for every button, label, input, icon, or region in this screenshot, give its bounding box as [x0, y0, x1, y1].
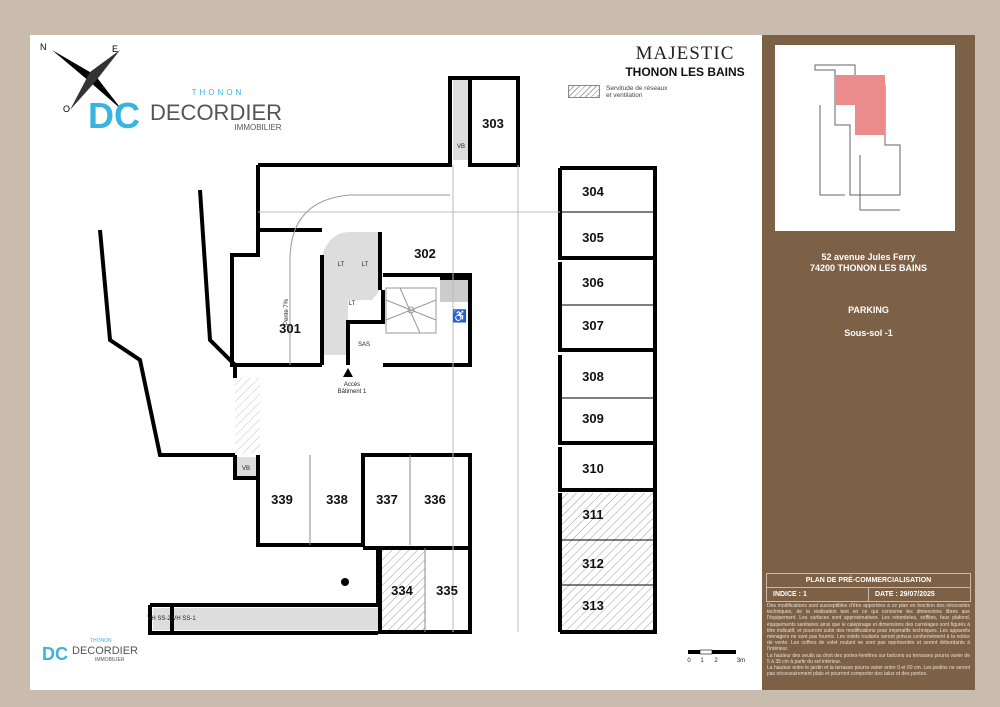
accessible-icon: ♿	[452, 309, 467, 323]
svg-text:THONON: THONON	[90, 638, 112, 644]
spot-334: 334	[391, 583, 413, 598]
level: Sous-sol -1	[844, 328, 893, 338]
svg-text:E: E	[112, 44, 118, 54]
fire-extinguisher-icon	[341, 578, 349, 586]
access-building-label: Bâtiment 1	[338, 389, 367, 395]
spot-311: 311	[583, 507, 604, 522]
staircase	[385, 287, 437, 334]
vb-shaft	[453, 80, 470, 160]
plan-title: PLAN DE PRÉ-COMMERCIALISATION	[767, 574, 970, 588]
spot-339: 339	[271, 492, 293, 507]
project-name: MAJESTIC	[635, 43, 735, 64]
address-line-2: 74200 THONON LES BAINS	[809, 263, 928, 273]
svg-text:3m: 3m	[737, 658, 745, 664]
spot-301: 301	[279, 321, 301, 336]
spot-305: 305	[582, 230, 604, 245]
lt-rooms	[322, 232, 380, 355]
svg-text:IMMOBILIER: IMMOBILIER	[95, 657, 125, 663]
hatched-311-313	[560, 493, 655, 632]
legend-label: Servitude de réseaux	[606, 85, 668, 92]
room-sas: SAS	[358, 342, 370, 348]
svg-text:0: 0	[687, 658, 691, 664]
svg-text:1: 1	[700, 658, 704, 664]
footer-logo: DC THONON DECORDIER IMMOBILIER	[42, 638, 138, 664]
plan-sheet: ♿ 301 302 303 304 305 306 307 308 309 31…	[30, 35, 762, 690]
hatched-ventilation	[235, 378, 260, 453]
spot-309: 309	[582, 411, 604, 426]
spot-304: 304	[582, 184, 604, 199]
legend-label-2: et ventilation	[606, 92, 643, 99]
svg-text:2: 2	[714, 658, 718, 664]
access-label: Accès	[344, 382, 360, 388]
spot-308: 308	[582, 369, 604, 384]
decordier-logo: DC THONON DECORDIER IMMOBILIER	[88, 88, 282, 136]
access-arrow-icon	[343, 368, 353, 377]
svg-text:N: N	[40, 42, 47, 52]
ramp-label: Pente 7%	[284, 298, 290, 325]
spot-338: 338	[326, 492, 348, 507]
room-lt-3: LT	[349, 301, 356, 307]
compass-icon: N E O	[40, 42, 122, 114]
spot-313: 313	[582, 598, 604, 613]
legal-paragraph: La hauteur des seuils au droit des porte…	[767, 652, 970, 665]
plan-info-box: PLAN DE PRÉ-COMMERCIALISATION INDICE : 1…	[766, 573, 971, 602]
floor-plan: ♿ 301 302 303 304 305 306 307 308 309 31…	[40, 42, 745, 664]
plan-index: INDICE : 1	[767, 588, 869, 601]
hatch-swatch	[568, 85, 600, 98]
spot-303: 303	[482, 116, 504, 131]
address-line-1: 52 avenue Jules Ferry	[821, 252, 916, 262]
spot-336: 336	[424, 492, 446, 507]
room-vh-ss1: VH SS-1	[172, 616, 196, 622]
spot-312: 312	[582, 556, 604, 571]
room-vb-2: VB	[242, 466, 250, 472]
room-vh-ss2: VH SS-2	[147, 616, 171, 622]
room-lt-2: LT	[362, 262, 369, 268]
project-city: THONON LES BAINS	[625, 65, 745, 79]
svg-text:DC: DC	[42, 644, 68, 664]
scale-bar: 0 1 2 3m	[687, 649, 745, 664]
svg-text:DC: DC	[88, 95, 140, 136]
svg-text:O: O	[63, 104, 70, 114]
legal-paragraph: Des modifications sont susceptibles d'êt…	[767, 603, 970, 653]
spot-335: 335	[436, 583, 458, 598]
svg-text:DECORDIER: DECORDIER	[72, 645, 138, 657]
svg-text:DECORDIER: DECORDIER	[150, 100, 282, 125]
spot-306: 306	[582, 275, 604, 290]
walls	[98, 76, 657, 635]
room-vb-1: VB	[457, 144, 465, 150]
vh-shafts	[153, 608, 378, 630]
spot-307: 307	[582, 318, 604, 333]
plan-date: DATE : 29/07/2025	[875, 591, 935, 598]
spot-310: 310	[582, 461, 604, 476]
spot-337: 337	[376, 492, 398, 507]
svg-text:THONON: THONON	[192, 88, 245, 97]
spot-302: 302	[414, 246, 436, 261]
elevator-shaft	[440, 280, 468, 302]
svg-text:IMMOBILIER: IMMOBILIER	[234, 123, 281, 132]
room-lt-1: LT	[338, 262, 345, 268]
project-title: MAJESTIC THONON LES BAINS	[620, 43, 750, 79]
legal-paragraph: La hauteur entre le jardin et la terrass…	[767, 665, 970, 678]
hatched-334	[380, 548, 425, 632]
legal-notice: Des modifications sont susceptibles d'êt…	[767, 603, 970, 677]
lot-type: PARKING	[848, 305, 889, 315]
site-thumbnail	[775, 45, 955, 231]
info-panel: 52 avenue Jules Ferry 74200 THONON LES B…	[762, 35, 975, 690]
